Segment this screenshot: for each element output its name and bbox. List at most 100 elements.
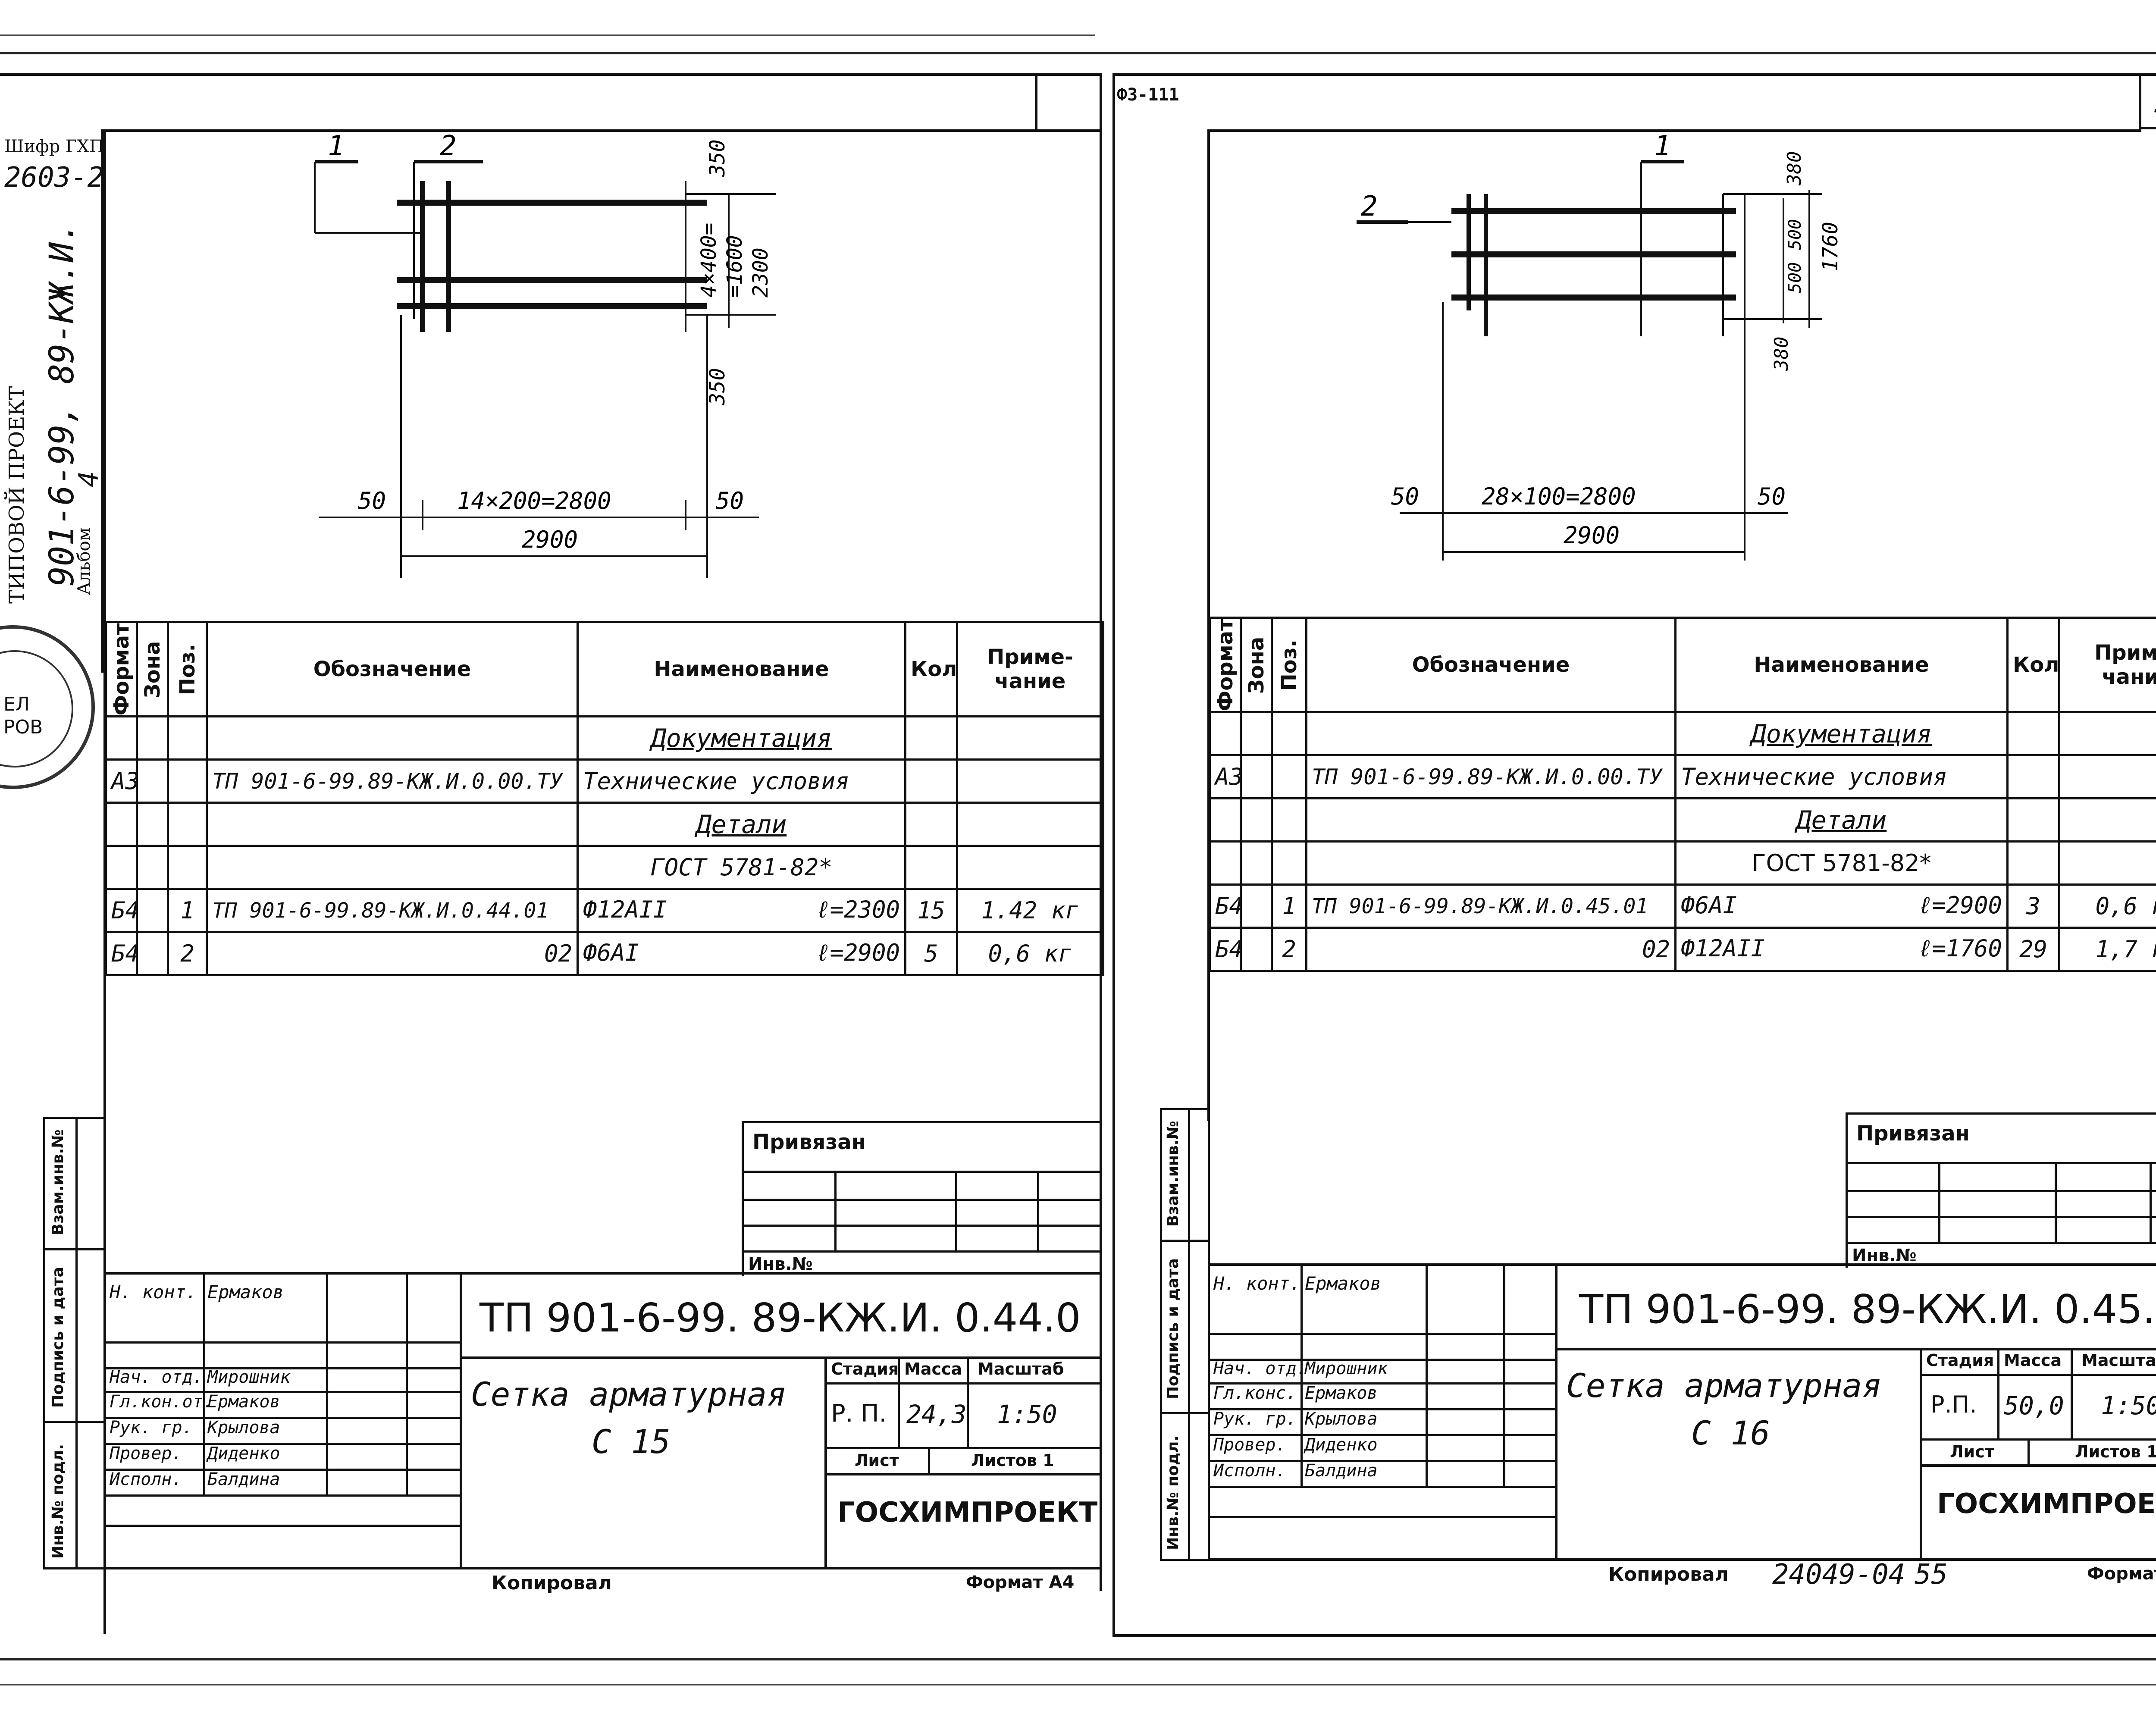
name-ruk-gr: Крылова — [207, 1418, 280, 1438]
format-label: Формат А4 — [2087, 1564, 2156, 1584]
row-pos: 2 — [167, 931, 208, 977]
dim-28x100: 28×100=2800 — [1482, 483, 1636, 510]
row-format: А3 — [105, 758, 138, 804]
row-note: 0,6 кг — [2058, 883, 2156, 929]
mass-value: 50,0 — [2004, 1391, 2064, 1420]
row-gost: ГОСТ 5781-82* — [577, 845, 906, 890]
right-left-frame — [1112, 73, 1115, 1634]
table-row: Документация — [1209, 711, 2156, 757]
right-sheet: Ф3-111 54 1 — [1112, 73, 2156, 1647]
sheet-number: 54 — [2154, 86, 2156, 117]
right-side-labels: Взам.инв.№ Подпись и дата Инв.№ подл. — [1160, 1108, 1210, 1561]
stage-block: Стадия Масса Масштаб Р.П. 50,0 1:50 Лист… — [1920, 1348, 2156, 1561]
role-nach-otd: Нач. отд. — [110, 1367, 203, 1387]
shifr-label: Шифр ГХП — [4, 137, 104, 157]
right-bottom-frame — [1112, 1634, 2156, 1637]
role-ruk-gr: Рук. гр. — [1213, 1409, 1297, 1429]
label-inv-podl: Инв.№ подл. — [1164, 1435, 1182, 1550]
scale-value: 1:50 — [2101, 1391, 2156, 1420]
people-grid: Н. конт. Ермаков Нач. отд. Мирошник Гл.к… — [106, 1275, 462, 1569]
stage-value: Р. П. — [831, 1400, 887, 1428]
title-line1: Сетка арматурная — [1566, 1366, 1882, 1405]
section-documentation: Документация — [1674, 711, 2009, 757]
dim-50-right: 50 — [1758, 483, 1786, 510]
section-details: Детали — [577, 802, 906, 847]
row-format: Б4 — [1209, 883, 1242, 929]
row-designation: 02 — [206, 931, 579, 977]
designation-cell: ТП 901-6-99. 89-КЖ.И. 0.45.0 — [1557, 1266, 2156, 1350]
header-format: Формат — [106, 622, 137, 717]
label-vzam: Взам.инв.№ — [49, 1129, 67, 1235]
role-n-kont: Н. конт. — [1213, 1273, 1301, 1294]
stamp-text: ЕЛ РОВ — [3, 693, 43, 738]
right-spec-table: Формат Зона Поз. Обозначение Наименовани… — [1209, 616, 2156, 972]
scale-value: 1:50 — [997, 1400, 1057, 1429]
name-ruk-gr: Крылова — [1305, 1409, 1378, 1429]
row-pos: 1 — [1271, 883, 1307, 929]
dim-1600: =1600 — [723, 235, 747, 298]
pos1-label: 1 — [1654, 130, 1671, 162]
row-gost: ГОСТ 5781-82* — [1674, 840, 2009, 886]
header-pos: Поз. — [1272, 617, 1307, 712]
album-label: Альбом — [74, 527, 94, 595]
privyazan-grid: Инв.№ — [744, 1171, 1102, 1281]
header-note: Приме-чание — [2058, 616, 2156, 714]
name-prover: Диденко — [207, 1444, 280, 1463]
role-prover: Провер. — [110, 1444, 182, 1463]
sheet-code: Ф3-111 — [1117, 85, 1179, 105]
row-format: Б4 — [105, 888, 138, 933]
sheets-label: Листов 1 — [971, 1451, 1054, 1470]
row-name: Технические условия — [1674, 754, 2009, 800]
name-gl-kon: Ермаков — [1305, 1383, 1378, 1403]
name-nach-otd: Мирошник — [207, 1367, 291, 1387]
sheet-number-box: 54 — [2139, 73, 2156, 129]
bottom-edge-line-2 — [0, 1684, 2156, 1685]
row-format: Б4 — [1209, 927, 1242, 972]
right-drawing-frame-left — [1207, 129, 1210, 1121]
title-cell: Сетка арматурная С 16 — [1557, 1348, 1922, 1561]
row-pos: 2 — [1271, 927, 1307, 972]
scale-label: Масштаб — [978, 1359, 1064, 1378]
table-row: Детали — [105, 802, 1104, 847]
project-label: ТИПОВОЙ ПРОЕКТ — [5, 386, 29, 604]
table-row: ГОСТ 5781-82* — [1209, 840, 2156, 886]
label-podpis: Подпись и дата — [49, 1267, 67, 1408]
row-note: 1,7 кг — [2058, 927, 2156, 972]
dim-4x400: 4×400= — [697, 223, 721, 298]
top-edge-line-2 — [0, 34, 1095, 36]
header-zone: Зона — [1241, 617, 1272, 712]
format-label: Формат А4 — [966, 1573, 1075, 1592]
table-row: ГОСТ 5781-82* — [105, 845, 1104, 890]
header-zone: Зона — [137, 622, 168, 717]
header-format: Формат — [1210, 617, 1241, 712]
name-gl-kon: Ермаков — [207, 1392, 280, 1412]
section-documentation: Документация — [577, 715, 906, 761]
role-ispoln: Исполн. — [1213, 1461, 1286, 1481]
copy-number: 24049-04 — [1772, 1559, 1905, 1591]
row-format: Б4 — [105, 931, 138, 977]
org-name: ГОСХИМПРОЕКТ — [1937, 1488, 2156, 1520]
privyazan-label: Привязан — [752, 1130, 866, 1154]
dim-500-b: 500 — [1785, 262, 1805, 293]
right-drawing-frame-top — [1207, 129, 2141, 132]
dim-14x200: 14×200=2800 — [457, 487, 611, 514]
right-privyazan-block: Привязан Инв.№ — [1846, 1112, 2156, 1268]
mass-value: 24,3 — [906, 1400, 967, 1429]
label-inv-podl: Инв.№ подл. — [49, 1444, 67, 1559]
inv-no-label: Инв.№ — [748, 1254, 813, 1274]
table-row: Документация — [105, 715, 1104, 761]
copied-label: Копировал — [1608, 1563, 1729, 1585]
stage-block: Стадия Масса Масштаб Р. П. 24,3 1:50 Лис… — [824, 1356, 1102, 1569]
left-sheet: Шифр ГХП 2603-2 ТИПОВОЙ ПРОЕКТ 901-6-99,… — [0, 73, 1104, 1634]
table-row: А3 ТП 901-6-99.89-КЖ.И.0.00.ТУ Техническ… — [105, 758, 1104, 804]
role-gl-kon: Гл.кон.от. — [110, 1392, 213, 1412]
row-note: 0,6 кг — [956, 931, 1104, 977]
header-name: Наименование — [1674, 616, 2009, 714]
dim-2300: 2300 — [749, 247, 773, 298]
role-n-kont: Н. конт. — [110, 1281, 197, 1303]
